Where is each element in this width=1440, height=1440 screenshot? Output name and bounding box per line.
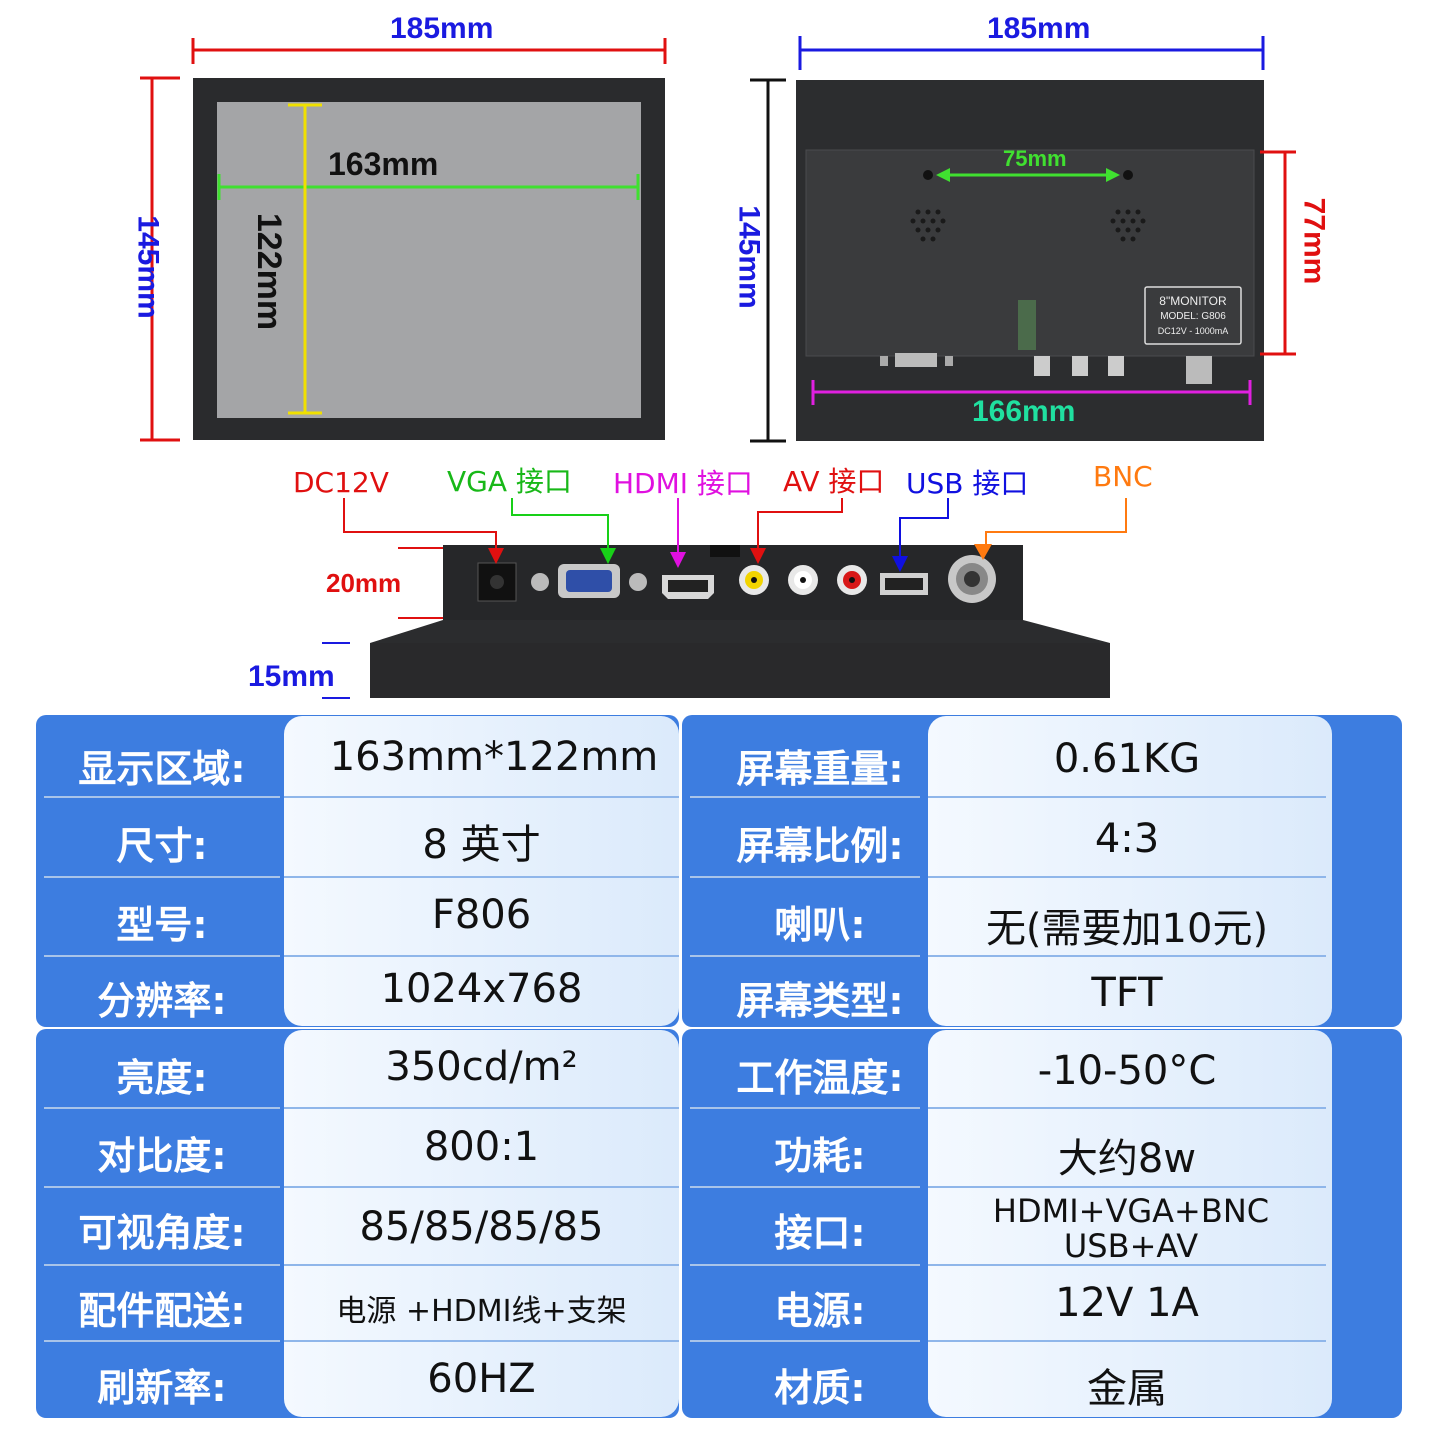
front-height-label: 145mm bbox=[131, 215, 165, 319]
spec-label-speaker: 喇叭: bbox=[774, 903, 866, 947]
spec-value-accessories: 电源 +HDMI线+支架 bbox=[336, 1294, 627, 1329]
back-view-dimensions bbox=[750, 36, 1296, 443]
base-label: 15mm bbox=[248, 660, 335, 693]
spec-block1-left-values bbox=[284, 716, 679, 1026]
spec-value-interfaces-line2: USB+AV bbox=[1063, 1227, 1199, 1265]
spec-label-aspect-ratio: 屏幕比例: bbox=[736, 824, 904, 868]
port-label-av: AV 接口 bbox=[783, 465, 885, 498]
mount-spacing-label: 75mm bbox=[1003, 146, 1067, 171]
spec-value-operating-temp: -10-50°C bbox=[1037, 1048, 1217, 1094]
spec-label-display-area: 显示区域: bbox=[78, 747, 246, 791]
nameplate-line1: 8"MONITOR bbox=[1159, 294, 1227, 308]
spec-label-material: 材质: bbox=[774, 1366, 866, 1410]
front-view-dimensions bbox=[140, 38, 667, 442]
spec-value-material: 金属 bbox=[1087, 1366, 1167, 1412]
spec-value-aspect-ratio: 4:3 bbox=[1094, 816, 1160, 862]
spec-label-size: 尺寸: bbox=[116, 824, 208, 868]
spec-value-power-supply: 12V 1A bbox=[1055, 1280, 1199, 1326]
port-label-dc12v: DC12V bbox=[293, 466, 389, 499]
spec-value-display-area: 163mm*122mm bbox=[329, 734, 659, 780]
spec-label-brightness: 亮度: bbox=[116, 1056, 208, 1100]
spec-value-interfaces: HDMI+VGA+BNC bbox=[992, 1192, 1270, 1230]
spec-value-brightness: 350cd/m² bbox=[385, 1044, 578, 1090]
panel-height-label: 77mm bbox=[1297, 197, 1331, 285]
spec-value-screen-type: TFT bbox=[1091, 970, 1163, 1016]
spec-value-resolution: 1024x768 bbox=[380, 966, 583, 1012]
spec-value-weight: 0.61KG bbox=[1053, 736, 1201, 782]
spec-label-weight: 屏幕重量: bbox=[736, 747, 904, 791]
port-label-bnc: BNC bbox=[1093, 460, 1153, 493]
port-label-vga: VGA 接口 bbox=[447, 465, 572, 498]
spec-label-screen-type: 屏幕类型: bbox=[736, 979, 904, 1023]
nameplate-line3: DC12V - 1000mA bbox=[1157, 326, 1229, 336]
spec-block2-right-values bbox=[928, 1030, 1332, 1417]
spec-label-power-supply: 电源: bbox=[774, 1289, 866, 1333]
spec-value-model: F806 bbox=[431, 892, 532, 938]
screen-width-label: 163mm bbox=[328, 146, 439, 182]
port-label-hdmi: HDMI 接口 bbox=[613, 467, 753, 500]
spec-value-size: 8 英寸 bbox=[422, 822, 541, 868]
spec-label-power-consumption: 功耗: bbox=[774, 1134, 866, 1178]
front-width-label: 185mm bbox=[390, 12, 494, 45]
spec-label-operating-temp: 工作温度: bbox=[736, 1056, 904, 1100]
panel-width-label: 166mm bbox=[972, 395, 1076, 428]
back-height-label: 145mm bbox=[732, 205, 766, 309]
spec-block2-left-values bbox=[284, 1030, 679, 1417]
back-width-label: 185mm bbox=[987, 12, 1091, 45]
spec-label-accessories: 配件配送: bbox=[78, 1289, 246, 1333]
port-label-usb: USB 接口 bbox=[906, 467, 1029, 500]
spec-label-contrast: 对比度: bbox=[97, 1134, 227, 1178]
port-view-drawing bbox=[322, 498, 1127, 699]
spec-value-power-consumption: 大约8w bbox=[1057, 1136, 1197, 1182]
spec-value-refresh-rate: 60HZ bbox=[427, 1356, 536, 1402]
spec-label-model: 型号: bbox=[116, 903, 208, 947]
nameplate-line2: MODEL: G806 bbox=[1160, 311, 1226, 322]
spec-label-resolution: 分辨率: bbox=[97, 979, 227, 1023]
spec-block1-right-values bbox=[928, 716, 1332, 1026]
spec-label-viewing-angle: 可视角度: bbox=[78, 1211, 246, 1255]
spec-value-speaker: 无(需要加10元) bbox=[985, 906, 1269, 952]
spec-label-refresh-rate: 刷新率: bbox=[97, 1366, 227, 1410]
screen-height-label: 122mm bbox=[250, 212, 289, 331]
spec-value-viewing-angle: 85/85/85/85 bbox=[359, 1204, 604, 1250]
depth-label: 20mm bbox=[326, 568, 402, 598]
spec-value-contrast: 800:1 bbox=[423, 1124, 540, 1170]
nameplate: 8"MONITOR MODEL: G806 DC12V - 1000mA bbox=[1150, 294, 1236, 339]
spec-label-interfaces: 接口: bbox=[774, 1211, 866, 1255]
